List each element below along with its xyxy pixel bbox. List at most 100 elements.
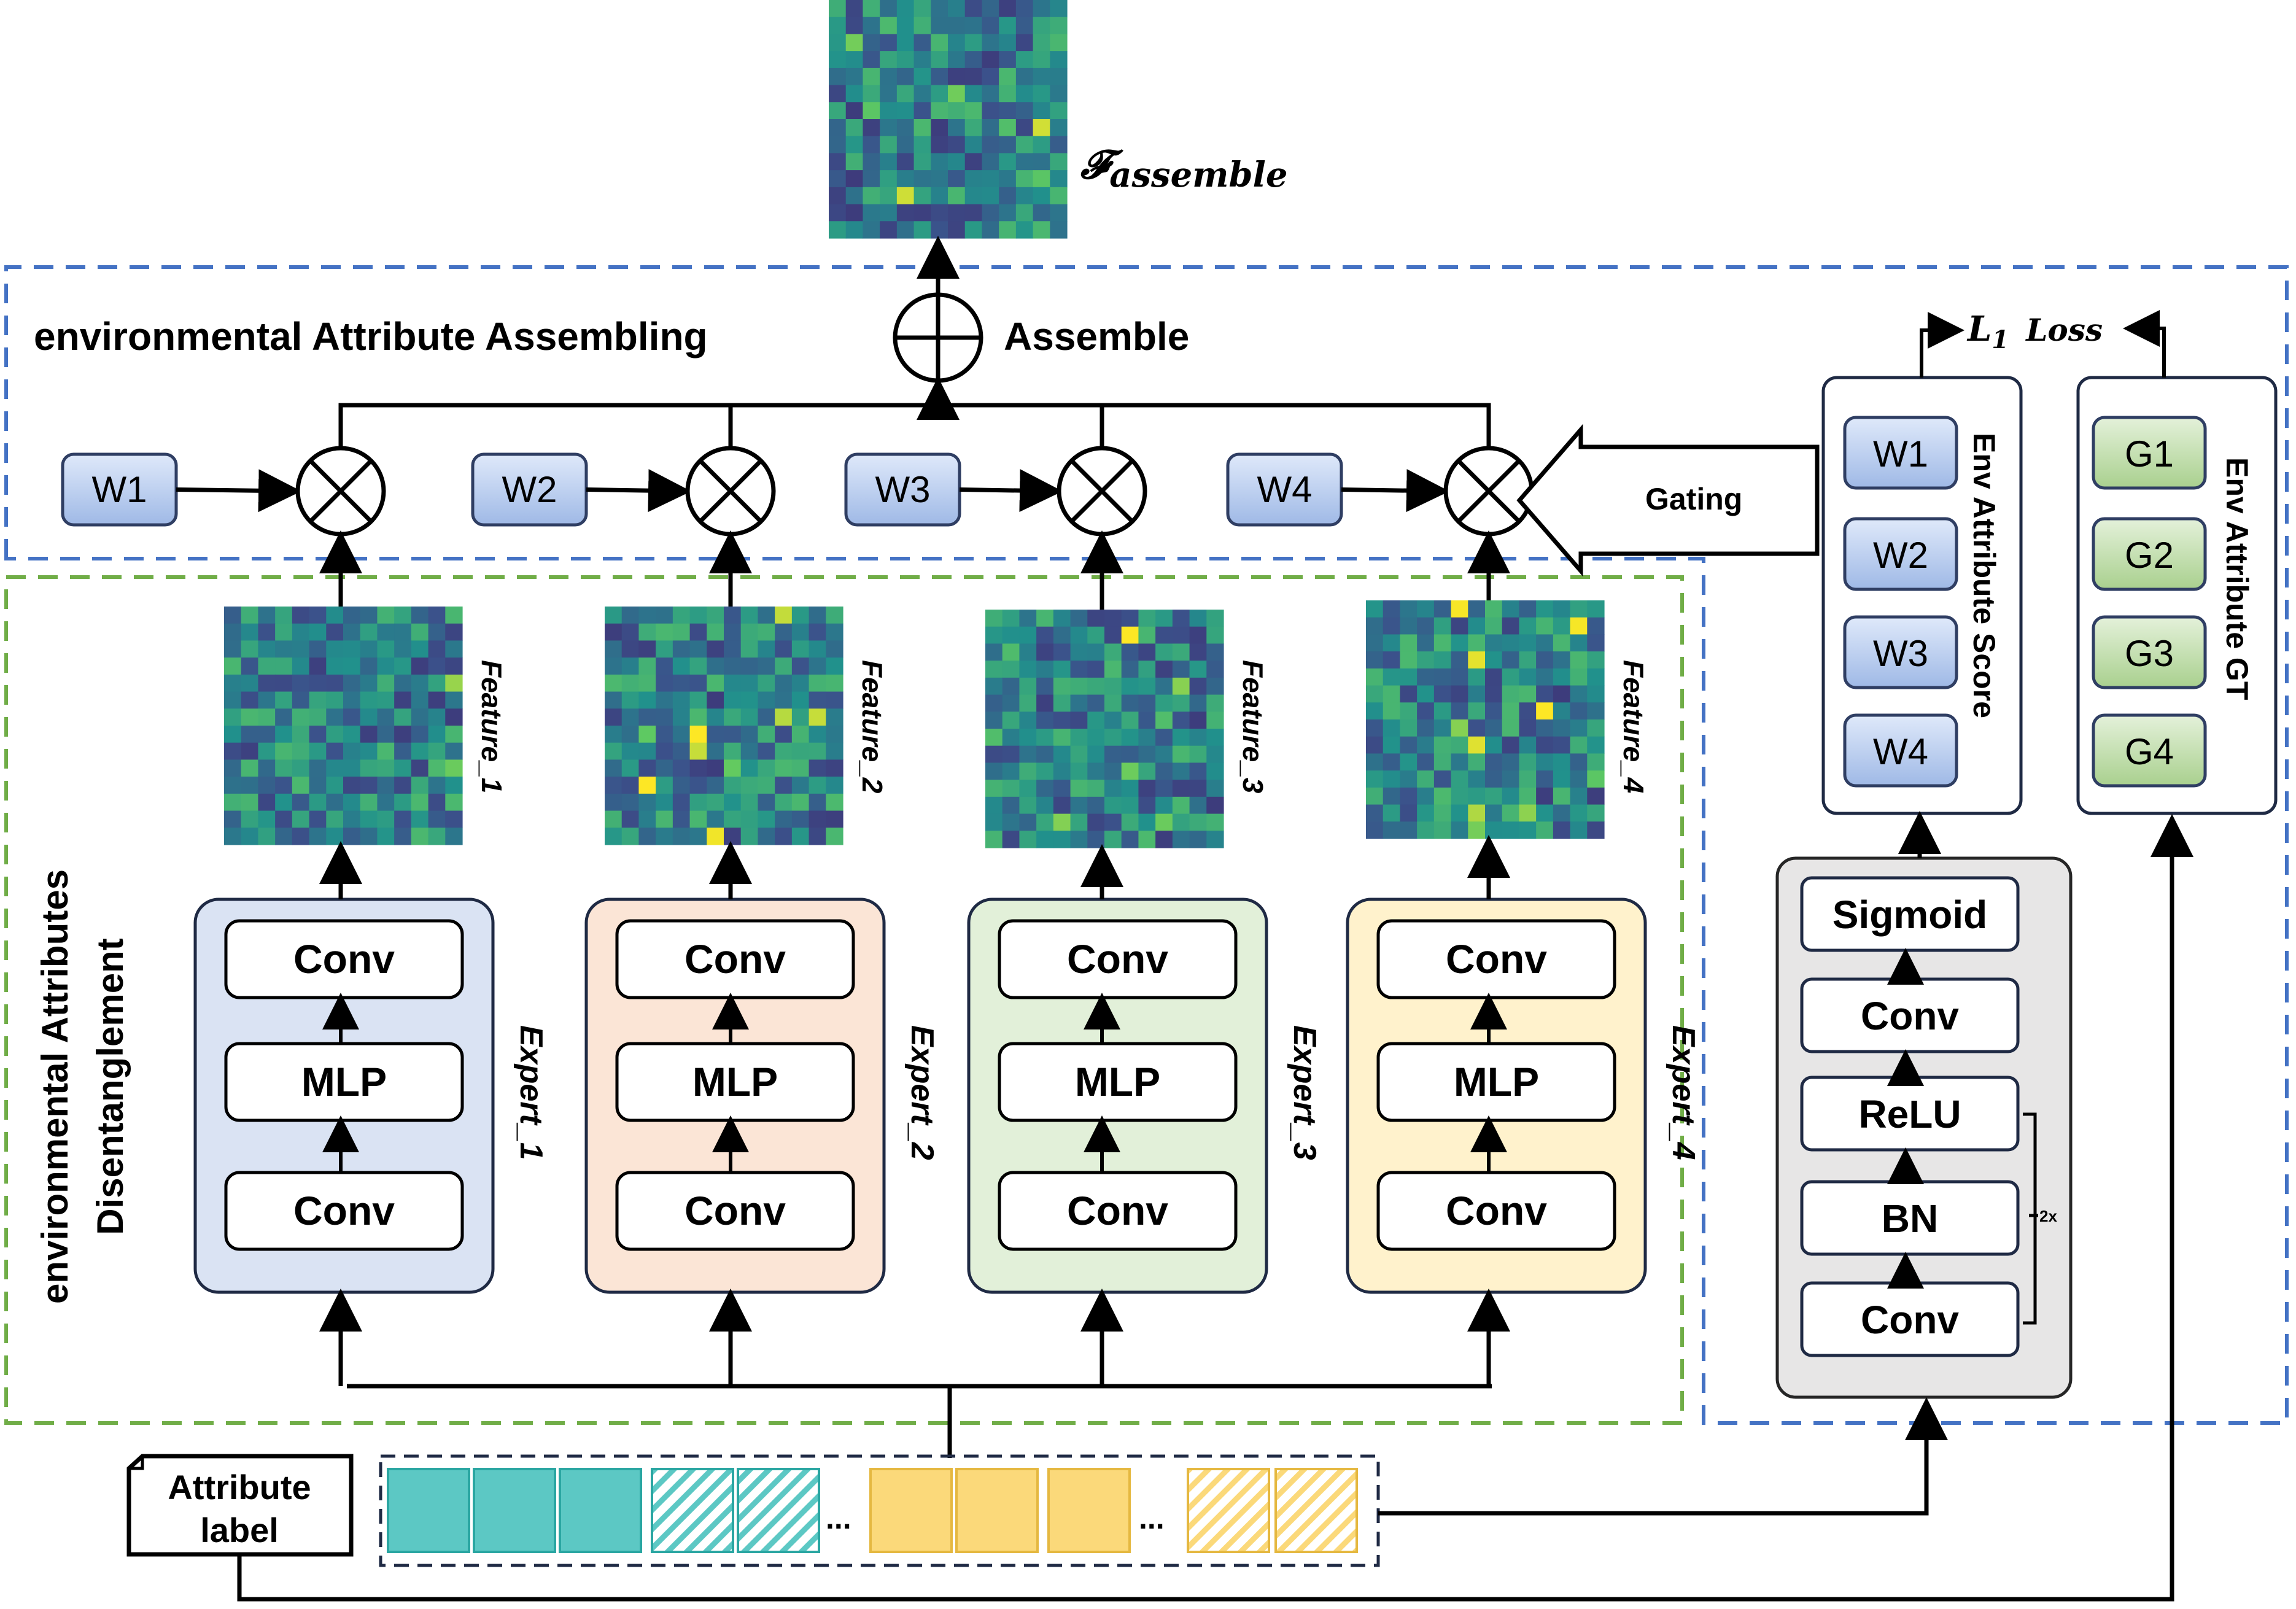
weight-3-group: W3 — [844, 446, 1147, 537]
svg-text:environmental Attributes: environmental Attributes — [34, 869, 76, 1304]
expert-label: Expert_4 — [1666, 1025, 1701, 1160]
expert-layer-label: Conv — [1446, 936, 1547, 982]
assembling-title: environmental Attribute Assembling — [34, 314, 708, 359]
loss-arrow-left — [1920, 312, 1964, 378]
multiply-node — [1443, 446, 1534, 537]
weight-label: W1 — [92, 469, 147, 510]
assemble-label: Assemble — [1004, 314, 1189, 359]
svg-text:G3: G3 — [2125, 633, 2174, 674]
feature-3-heatmap — [985, 610, 1224, 848]
vector-to-gate-arrow — [1378, 1397, 1948, 1516]
attribute-cell — [869, 1468, 953, 1553]
weight-to-mult-arrow — [176, 469, 301, 513]
disentanglement-region — [4, 575, 1684, 1425]
score-panel-title: Env Attribute Score — [1967, 433, 2001, 718]
expert-layer-label: MLP — [1075, 1059, 1160, 1104]
multiply-node — [1057, 446, 1147, 537]
multiply-node — [685, 446, 776, 537]
attribute-label-box — [126, 1454, 354, 1557]
attribute-cell — [473, 1468, 556, 1553]
svg-text:G1: G1 — [2125, 433, 2174, 475]
expert-layer-label: Conv — [293, 1188, 395, 1233]
experts-group: Feature_1ConvMLPConvExpert_1Feature_2Con… — [193, 530, 1701, 1386]
svg-text:W2: W2 — [1873, 535, 1928, 576]
loss-arrow-right — [2123, 310, 2166, 378]
attribute-cell — [1274, 1468, 1358, 1553]
feature-label: Feature_4 — [1618, 660, 1650, 793]
svg-text:Conv: Conv — [1861, 994, 1959, 1038]
svg-text:G2: G2 — [2125, 535, 2174, 576]
attribute-cell — [1187, 1468, 1270, 1553]
expert-layer-label: Conv — [1067, 1188, 1168, 1233]
feature-label: Feature_3 — [1237, 660, 1269, 794]
feature-1-heatmap — [224, 607, 463, 845]
attribute-cells: ...... — [387, 1468, 1358, 1553]
weight-4-group: W4 — [1226, 446, 1534, 537]
attribute-cell — [1047, 1468, 1131, 1553]
expert-label: Expert_3 — [1287, 1025, 1322, 1160]
attribute-vector-box — [379, 1454, 1380, 1567]
expert-layer-label: Conv — [1067, 936, 1168, 982]
expert-layer-label: Conv — [685, 936, 786, 982]
attribute-cell — [651, 1468, 734, 1553]
repeat-bracket — [2023, 1112, 2037, 1325]
attribute-cell — [955, 1468, 1039, 1553]
attribute-ellipsis: ... — [1139, 1501, 1165, 1535]
attribute-ellipsis: ... — [826, 1501, 851, 1535]
expert-layer-label: Conv — [685, 1188, 786, 1233]
weight-1-group: W1 — [61, 446, 386, 537]
attribute-label-corner — [129, 1456, 144, 1470]
gt-panel-title: Env Attribute GT — [2220, 457, 2254, 700]
weight-to-mult-arrow — [586, 469, 691, 513]
svg-text:G4: G4 — [2125, 731, 2174, 772]
gt-item-4: G4 — [2092, 713, 2207, 788]
gate-layer-5: Conv — [1800, 1252, 2020, 1357]
expert-layer-label: Conv — [1446, 1188, 1547, 1233]
label-to-gt-arrow — [237, 814, 2193, 1602]
weight-label: W4 — [1257, 469, 1313, 510]
svg-text:W3: W3 — [1873, 633, 1928, 674]
expert-layer-box — [615, 1171, 855, 1251]
assembled-feature-heatmap — [829, 0, 1068, 239]
output-label: 𝓕assemble — [1080, 142, 1288, 195]
gating-label: Gating — [1645, 482, 1742, 516]
expert-layer-box — [224, 1171, 464, 1251]
score-item-4: W4 — [1843, 713, 1958, 788]
expert-layer-label: MLP — [1454, 1059, 1539, 1104]
gate-layer-2: Conv — [1800, 948, 2020, 1053]
gt-item-3: G3 — [2092, 615, 2207, 689]
svg-text:BN: BN — [1882, 1196, 1938, 1241]
expert-layer-label: MLP — [301, 1059, 387, 1104]
expert-layer-box — [998, 1171, 1238, 1251]
expert-label: Expert_2 — [904, 1025, 940, 1160]
sum-node — [893, 292, 983, 383]
gating-arrow — [1516, 424, 1820, 577]
feature-4-heatmap — [1366, 600, 1605, 839]
weight-to-mult-arrow — [1341, 469, 1449, 513]
score-item-3: W3 — [1843, 615, 1958, 689]
feature-label: Feature_2 — [856, 660, 888, 794]
attribute-label-line2: label — [200, 1511, 279, 1549]
disentanglement-title: environmental Attributes Disentanglement — [34, 869, 131, 1304]
attribute-cell — [387, 1468, 470, 1553]
svg-text:ReLU: ReLU — [1858, 1092, 1961, 1136]
weight-to-mult-arrow — [959, 469, 1063, 513]
attribute-cell — [737, 1468, 820, 1553]
svg-text:W1: W1 — [1873, 433, 1928, 475]
repeat-label: 2x — [2039, 1207, 2057, 1225]
score-item-1: W1 — [1843, 416, 1958, 490]
assembling-region — [4, 265, 2289, 1425]
assembled-feature-cells — [829, 0, 1068, 239]
gate-layer-4: BN — [1800, 1147, 2020, 1256]
